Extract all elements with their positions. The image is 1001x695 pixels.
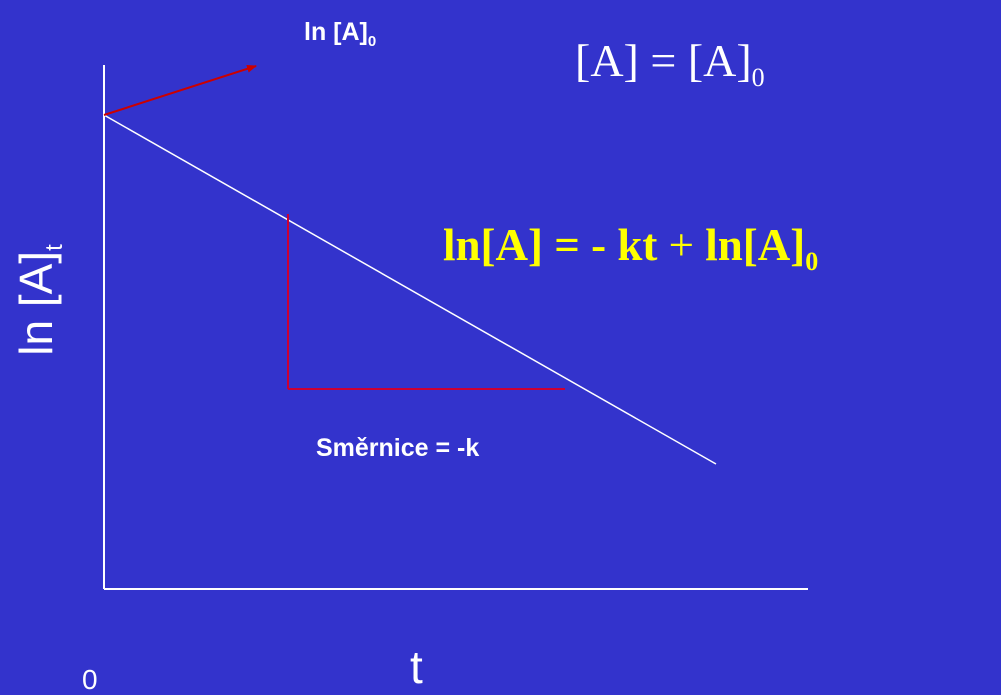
intercept-arrow — [103, 64, 257, 116]
intercept-label-main: ln [A] — [304, 18, 368, 46]
y-axis-label-main: ln [A] — [9, 250, 62, 356]
intercept-label-sub: 0 — [367, 33, 377, 50]
slope-label: Směrnice = -k — [316, 434, 480, 462]
initial-condition-rhs: [A] — [687, 35, 752, 86]
decay-line — [103, 114, 717, 465]
initial-condition-equation: [A] = [A]0 — [575, 38, 765, 91]
initial-condition-lhs: [A] — [575, 35, 639, 86]
y-axis-label: ln [A]t — [9, 244, 69, 356]
x-axis-label: t — [410, 641, 423, 693]
initial-condition-rhs-sub: 0 — [751, 63, 765, 93]
initial-condition-equals: = — [638, 35, 688, 86]
rate-law-part2: ln[A] — [705, 220, 806, 270]
origin-label: 0 — [82, 664, 98, 695]
rate-law-part1: ln[A] = - kt — [443, 220, 658, 270]
y-axis-label-sub: t — [41, 244, 69, 251]
intercept-label: ln [A]0 — [304, 18, 377, 50]
rate-law-equation: ln[A] = - kt + ln[A]0 — [443, 223, 818, 275]
rate-law-part2-sub: 0 — [805, 247, 819, 276]
rate-law-plus: + — [657, 220, 706, 270]
